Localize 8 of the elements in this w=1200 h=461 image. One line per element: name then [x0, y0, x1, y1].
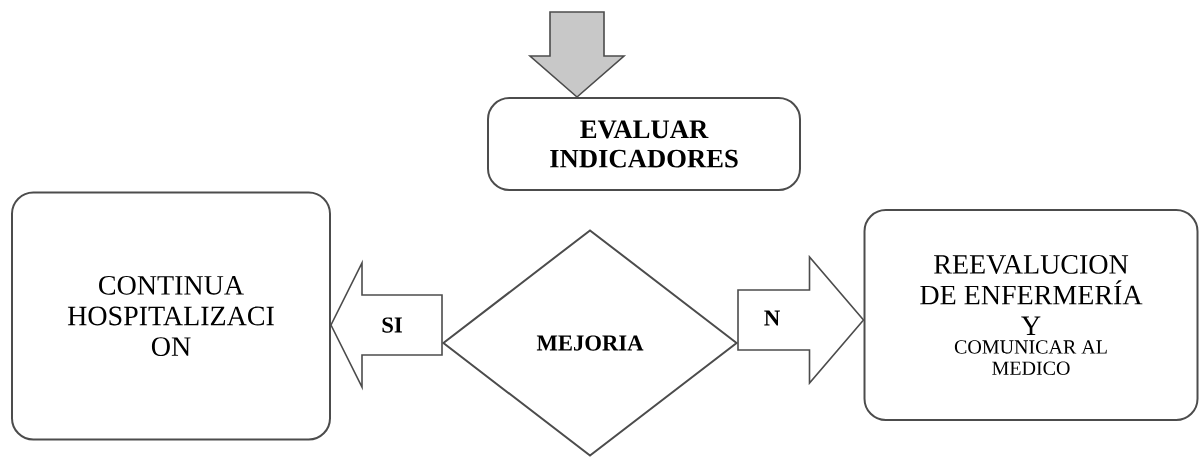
block-arrow — [330, 259, 443, 391]
process-box: REEVALUCION DE ENFERMERÍA Y COMUNICAR AL MEDICO — [863, 209, 1199, 421]
process-box: CONTINUA HOSPITALIZACI ON — [11, 191, 331, 441]
block-arrow — [737, 254, 865, 386]
process-box: EVALUAR INDICADORES — [487, 97, 801, 191]
block-arrow — [527, 11, 627, 99]
edge-label: N — [762, 309, 782, 327]
edge-label: SI — [379, 316, 405, 334]
